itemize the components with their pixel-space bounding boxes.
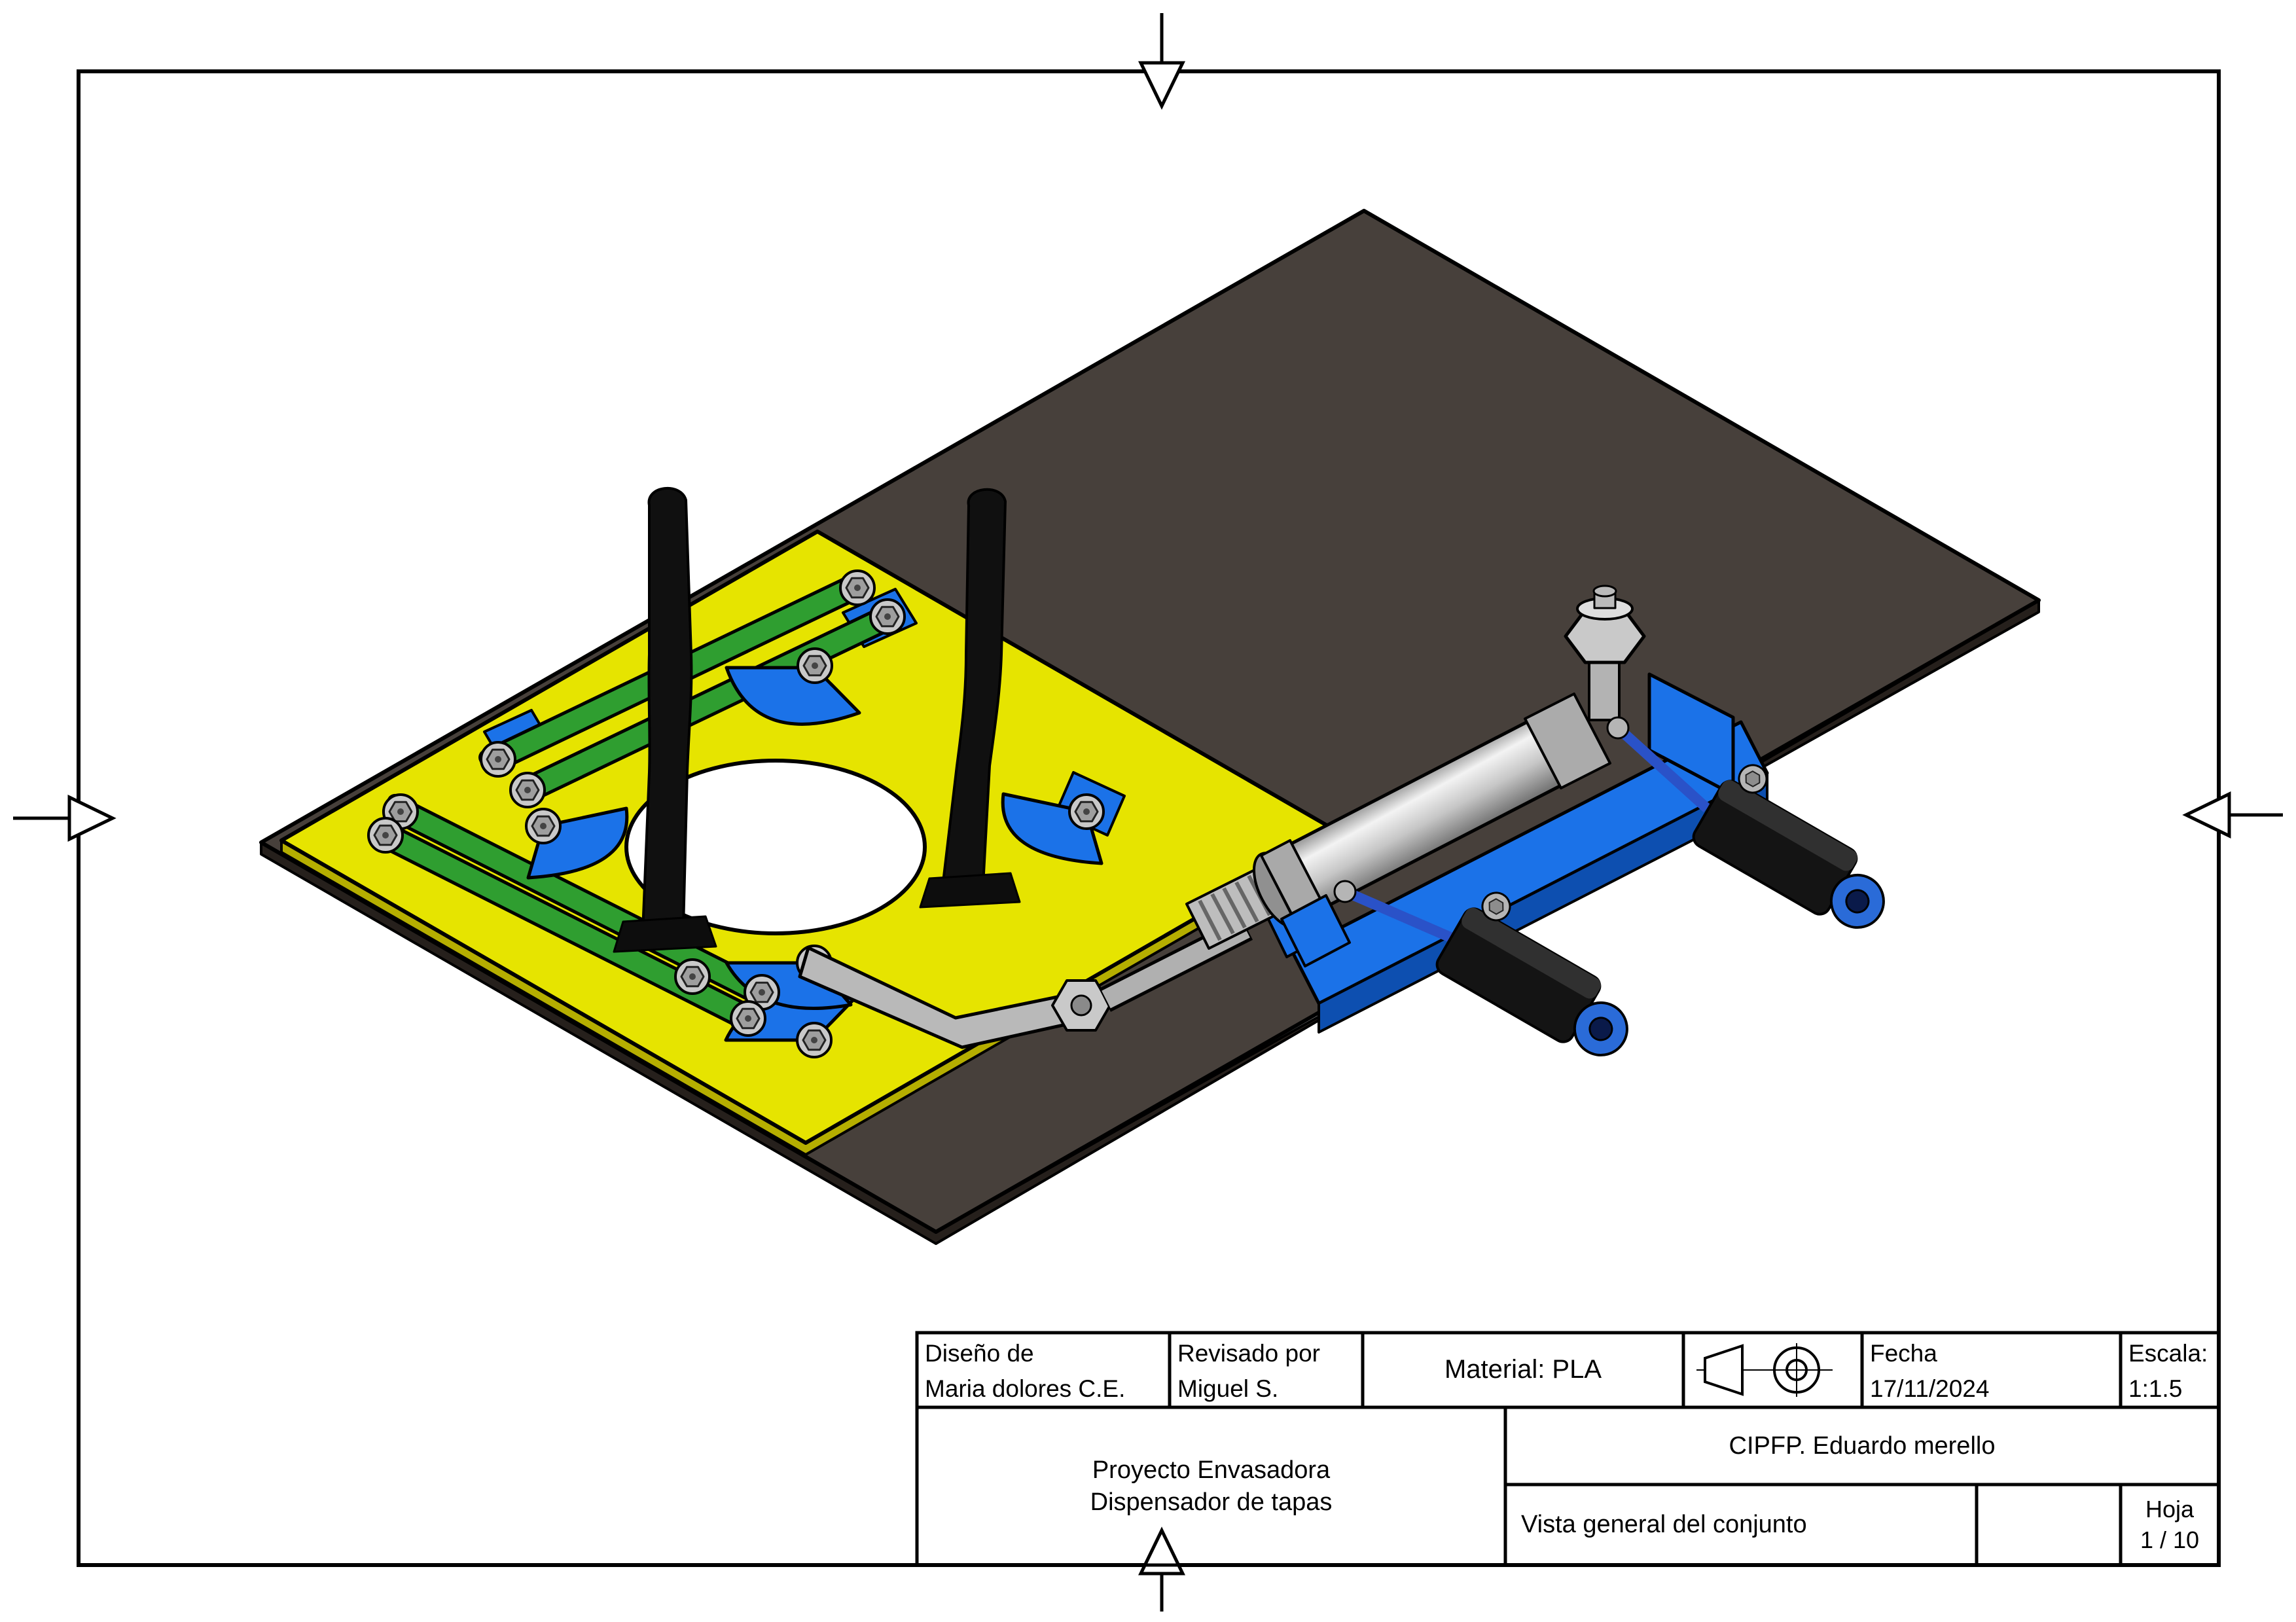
reviewed-by-value: Miguel S. [1177, 1375, 1279, 1402]
bracket-clevis-front [1280, 894, 1351, 967]
sheet-number-label: Hoja [2145, 1496, 2195, 1523]
tube-fitting [1333, 880, 1357, 903]
date-label: Fecha [1870, 1340, 1937, 1367]
designed-by-label: Diseño de [925, 1340, 1034, 1367]
guide-strip-right-foot [919, 872, 1021, 909]
pneumatic-cylinder [1253, 585, 1646, 967]
title-block-grid [915, 1331, 2221, 1567]
date-value: 17/11/2024 [1870, 1375, 1990, 1402]
material-field: Material: PLA [1444, 1355, 1602, 1384]
guide-strip-left-foot [613, 915, 717, 953]
port-neck [1588, 653, 1621, 721]
plate-hole [624, 759, 927, 935]
cylinder-front-cap [1524, 693, 1611, 789]
scale-label: Escala: [2128, 1340, 2208, 1367]
centering-mark-top-icon [1138, 13, 1185, 110]
organization-name: CIPFP. Eduardo merello [1729, 1432, 1996, 1460]
reviewed-by-label: Revisado por [1177, 1340, 1321, 1367]
fitting-stem-top [1592, 585, 1617, 598]
centering-mark-left-icon [13, 795, 117, 842]
assembly-isometric-view [259, 209, 2041, 1245]
tube-fitting [1606, 716, 1630, 740]
centering-mark-bottom-icon [1138, 1526, 1185, 1612]
projection-symbol-icon [1696, 1343, 1833, 1397]
guide-strip-right [941, 488, 1007, 889]
cam-top [725, 666, 861, 726]
scale-value: 1:1.5 [2128, 1375, 2183, 1402]
air-tubes [1333, 716, 1711, 943]
project-title: Proyecto Envasadora Dispensador de tapas [917, 1407, 1505, 1565]
guide-strip-left [641, 486, 693, 933]
designed-by-value: Maria dolores C.E. [925, 1375, 1126, 1402]
view-title: Vista general del conjunto [1521, 1511, 1807, 1539]
sheet-number-value: 1 / 10 [2140, 1526, 2200, 1553]
sheet-number: Hoja 1 / 10 [2121, 1485, 2219, 1565]
centering-mark-right-icon [2182, 791, 2283, 838]
project-title-line2: Dispensador de tapas [1090, 1488, 1333, 1516]
project-title-line1: Proyecto Envasadora [1092, 1456, 1331, 1484]
rod-end-pin [1070, 994, 1092, 1017]
flow-valve-b [1688, 753, 1916, 943]
